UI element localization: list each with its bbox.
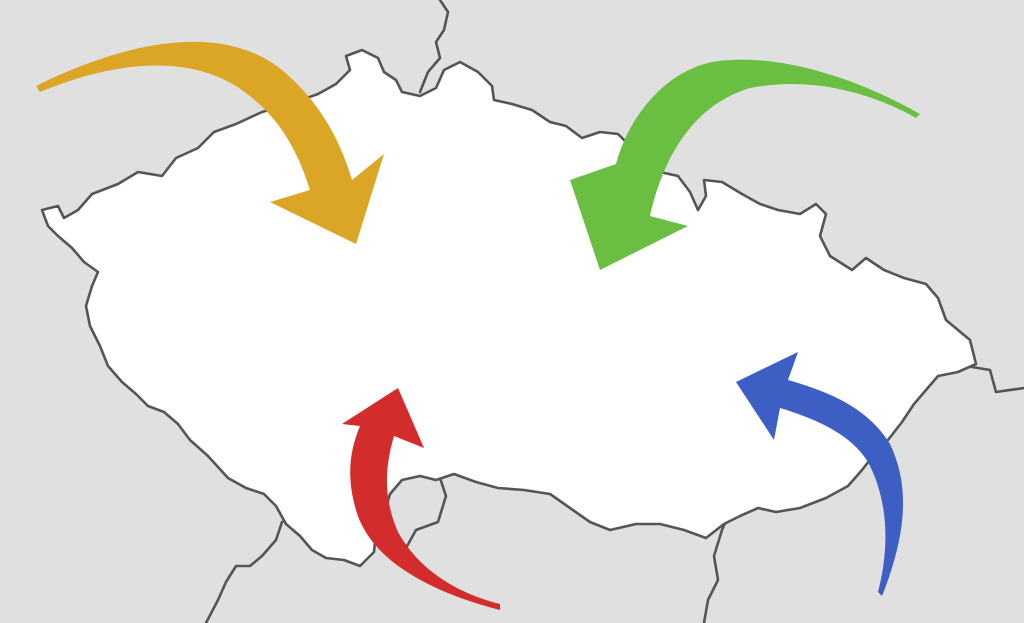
southwest-border-line: [204, 520, 284, 623]
country-outline: [40, 48, 978, 568]
southeast-border-line: [702, 510, 732, 623]
green-arrow: [570, 59, 920, 271]
orange-arrow: [36, 41, 384, 244]
northern-border-line: [418, 0, 450, 94]
red-arrow: [342, 388, 500, 610]
blue-arrow: [736, 352, 904, 596]
eastern-border-line: [964, 364, 1024, 394]
